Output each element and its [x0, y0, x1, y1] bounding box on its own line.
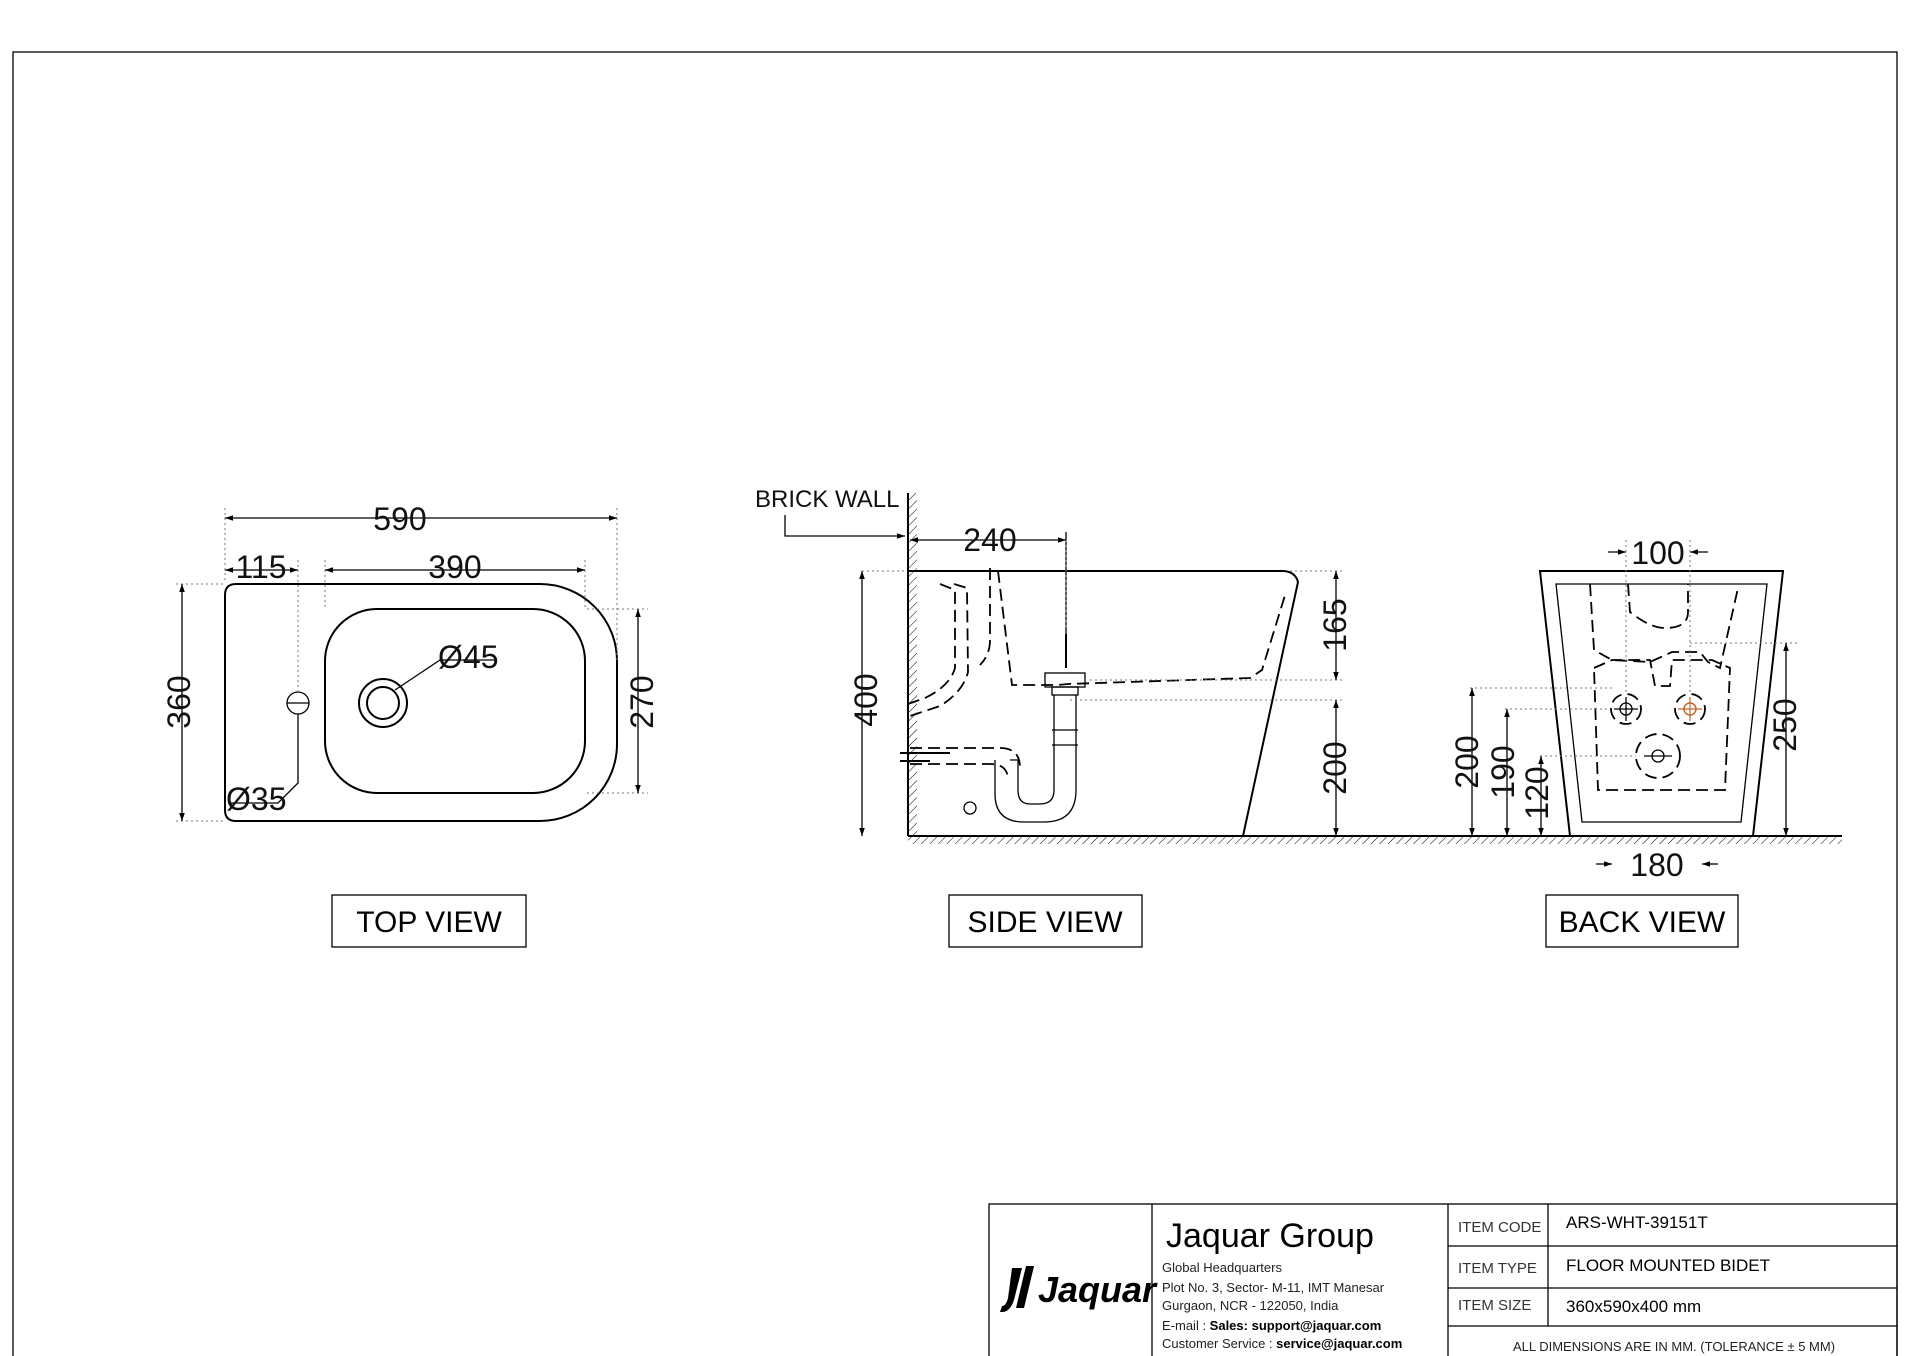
customer-service-line: Customer Service : service@jaquar.com: [1162, 1336, 1402, 1351]
dim-drain-from-wall: 240: [963, 522, 1016, 558]
sheet-border: [12, 51, 1898, 1356]
item-size-value: 360x590x400 mm: [1566, 1297, 1701, 1316]
dim-bowl-width: 270: [624, 675, 660, 728]
dim-top-spacing: 100: [1631, 535, 1684, 571]
dim-drain: Ø45: [438, 639, 498, 675]
top-view-outline: [224, 583, 618, 822]
dim-drain-height: 200: [1317, 741, 1353, 794]
back-view-hole-right: [1674, 693, 1706, 725]
email-value: Sales: support@jaquar.com: [1210, 1318, 1382, 1333]
dim-width: 360: [161, 675, 197, 728]
top-view-bowl: [324, 608, 586, 794]
tolerance-note: ALL DIMENSIONS ARE IN MM. (TOLERANCE ± 5…: [1513, 1339, 1835, 1354]
back-view: 100 180 200 190 120 250: [1449, 535, 1803, 883]
side-view-body: [908, 570, 1300, 837]
cs-value: service@jaquar.com: [1276, 1336, 1402, 1351]
dim-bowl-depth: 165: [1317, 598, 1353, 651]
item-code-value: ARS-WHT-39151T: [1566, 1213, 1708, 1232]
email-line: E-mail : Sales: support@jaquar.com: [1162, 1318, 1381, 1333]
jaquar-logo-icon: [1000, 1266, 1034, 1312]
dim-left-offset: 115: [235, 549, 286, 585]
top-view: 590 115 390 360 270 Ø45 Ø35: [161, 501, 660, 822]
item-type-label: ITEM TYPE: [1458, 1260, 1537, 1277]
side-view: BRICK WALL 240 400 165 200: [755, 486, 1842, 844]
brick-wall-label: BRICK WALL: [755, 486, 899, 513]
dim-bowl-length: 390: [428, 549, 481, 585]
company-name: Jaquar Group: [1166, 1217, 1374, 1255]
cs-label: Customer Service :: [1162, 1336, 1276, 1351]
address-line-2: Gurgaon, NCR - 122050, India: [1162, 1298, 1339, 1313]
back-view-hole-left: [1610, 693, 1642, 725]
dim-tap-hole: Ø35: [226, 781, 286, 817]
top-view-label: TOP VIEW: [356, 906, 502, 939]
dim-right-height: 250: [1767, 698, 1803, 751]
email-label: E-mail :: [1162, 1318, 1210, 1333]
dim-bottom-spacing: 180: [1630, 847, 1683, 883]
item-type-value: FLOOR MOUNTED BIDET: [1566, 1256, 1770, 1275]
dim-height: 400: [848, 673, 884, 726]
side-view-label: SIDE VIEW: [967, 906, 1123, 939]
hq-label: Global Headquarters: [1162, 1260, 1282, 1275]
side-view-label-box: [948, 894, 1143, 948]
dim-overall-length: 590: [373, 501, 426, 537]
dim-height-2: 190: [1485, 745, 1521, 798]
top-view-label-box: [331, 894, 527, 948]
back-view-outline: [1538, 570, 1785, 837]
top-view-drain: [358, 678, 408, 728]
item-code-label: ITEM CODE: [1458, 1219, 1541, 1236]
back-view-label-box: [1545, 894, 1739, 948]
back-view-drain: [1635, 733, 1681, 779]
title-block: Jaquar Jaquar Group Global Headquarters …: [988, 1203, 1898, 1356]
dim-height-1: 200: [1449, 735, 1485, 788]
dim-height-3: 120: [1519, 766, 1555, 819]
logo-text: Jaquar: [1038, 1269, 1158, 1310]
address-line-1: Plot No. 3, Sector- M-11, IMT Manesar: [1162, 1280, 1385, 1295]
back-view-label: BACK VIEW: [1559, 906, 1726, 939]
item-size-label: ITEM SIZE: [1458, 1297, 1531, 1314]
